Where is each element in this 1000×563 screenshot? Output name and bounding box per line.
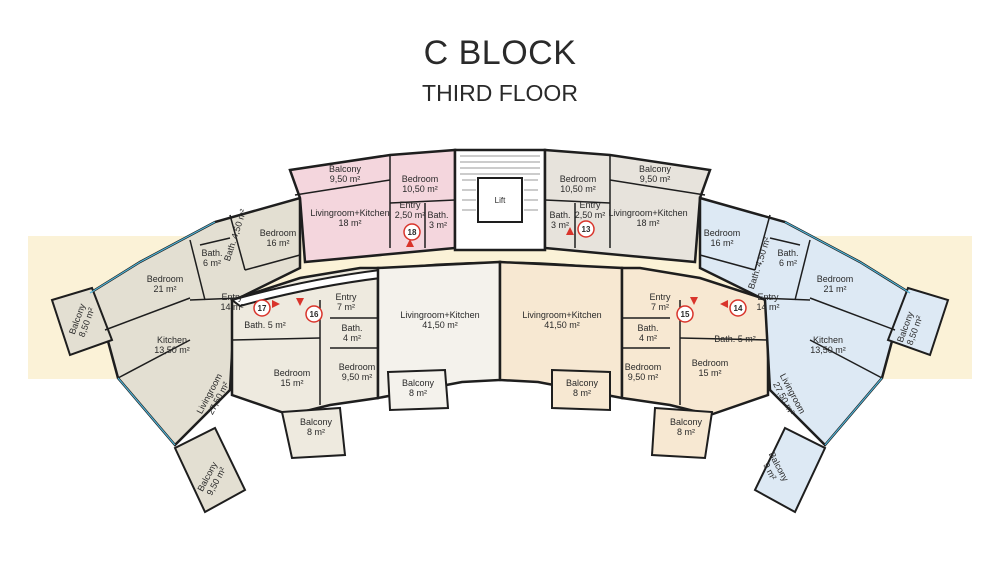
unit-marker-18[interactable]: 18 bbox=[403, 223, 421, 247]
living-kitchen-left-area bbox=[376, 260, 502, 400]
room-label: Bath.3 m² bbox=[427, 210, 448, 230]
entry-arrow-icon bbox=[272, 300, 280, 308]
apartment-14-glazing bbox=[784, 221, 911, 446]
balcony-center-left bbox=[386, 368, 450, 412]
apartment-13-walls bbox=[544, 155, 706, 248]
balcony-left-2 bbox=[173, 426, 247, 514]
unit-marker-13[interactable]: 13 bbox=[566, 220, 595, 238]
lift-label: Lift bbox=[495, 196, 506, 205]
apartment-14-walls bbox=[699, 214, 896, 379]
balcony-center-right bbox=[551, 368, 611, 412]
unit-number: 15 bbox=[681, 310, 690, 319]
unit-marker-17[interactable]: 17 bbox=[253, 299, 280, 317]
balcony-right-2 bbox=[753, 426, 827, 514]
room-label: Bath.4 m² bbox=[341, 323, 362, 343]
room-label: Bath.6 m² bbox=[777, 248, 798, 268]
entry-arrow-icon bbox=[296, 298, 304, 306]
unit-number: 14 bbox=[734, 304, 743, 313]
floor-subtitle: THIRD FLOOR bbox=[422, 80, 578, 106]
block-title: C BLOCK bbox=[423, 34, 577, 72]
unit-number: 18 bbox=[408, 228, 417, 237]
room-label: Bath.4 m² bbox=[637, 323, 658, 343]
balcony-15 bbox=[650, 406, 714, 460]
balcony-left-1 bbox=[50, 286, 114, 357]
entry-arrow-icon bbox=[690, 297, 698, 305]
lift-shaft bbox=[477, 177, 523, 223]
apartment-18-area bbox=[288, 148, 457, 264]
balcony-16 bbox=[280, 406, 347, 460]
unit-marker-14[interactable]: 14 bbox=[720, 299, 747, 317]
apartment-13-area bbox=[543, 148, 712, 264]
unit-number: 13 bbox=[582, 225, 591, 234]
apartment-17-walls bbox=[104, 214, 301, 379]
apartment-18-walls bbox=[294, 155, 456, 248]
stair-lines bbox=[460, 155, 540, 211]
entry-arrow-icon bbox=[566, 227, 574, 235]
unit-marker-16[interactable]: 16 bbox=[296, 298, 323, 323]
balcony-right-1 bbox=[886, 286, 950, 357]
unit-number: 17 bbox=[258, 304, 267, 313]
entry-arrow-icon bbox=[720, 300, 728, 308]
unit-marker-15[interactable]: 15 bbox=[676, 297, 698, 323]
entry-arrow-icon bbox=[406, 239, 414, 247]
room-label: Bath.3 m² bbox=[549, 210, 570, 230]
room-label: Bath.6 m² bbox=[201, 248, 222, 268]
room-label: Bath. 5 m² bbox=[714, 334, 756, 344]
unit-number: 16 bbox=[310, 310, 319, 319]
apartment-17-glazing bbox=[89, 221, 216, 446]
room-label: Bath. 5 m² bbox=[244, 320, 286, 330]
